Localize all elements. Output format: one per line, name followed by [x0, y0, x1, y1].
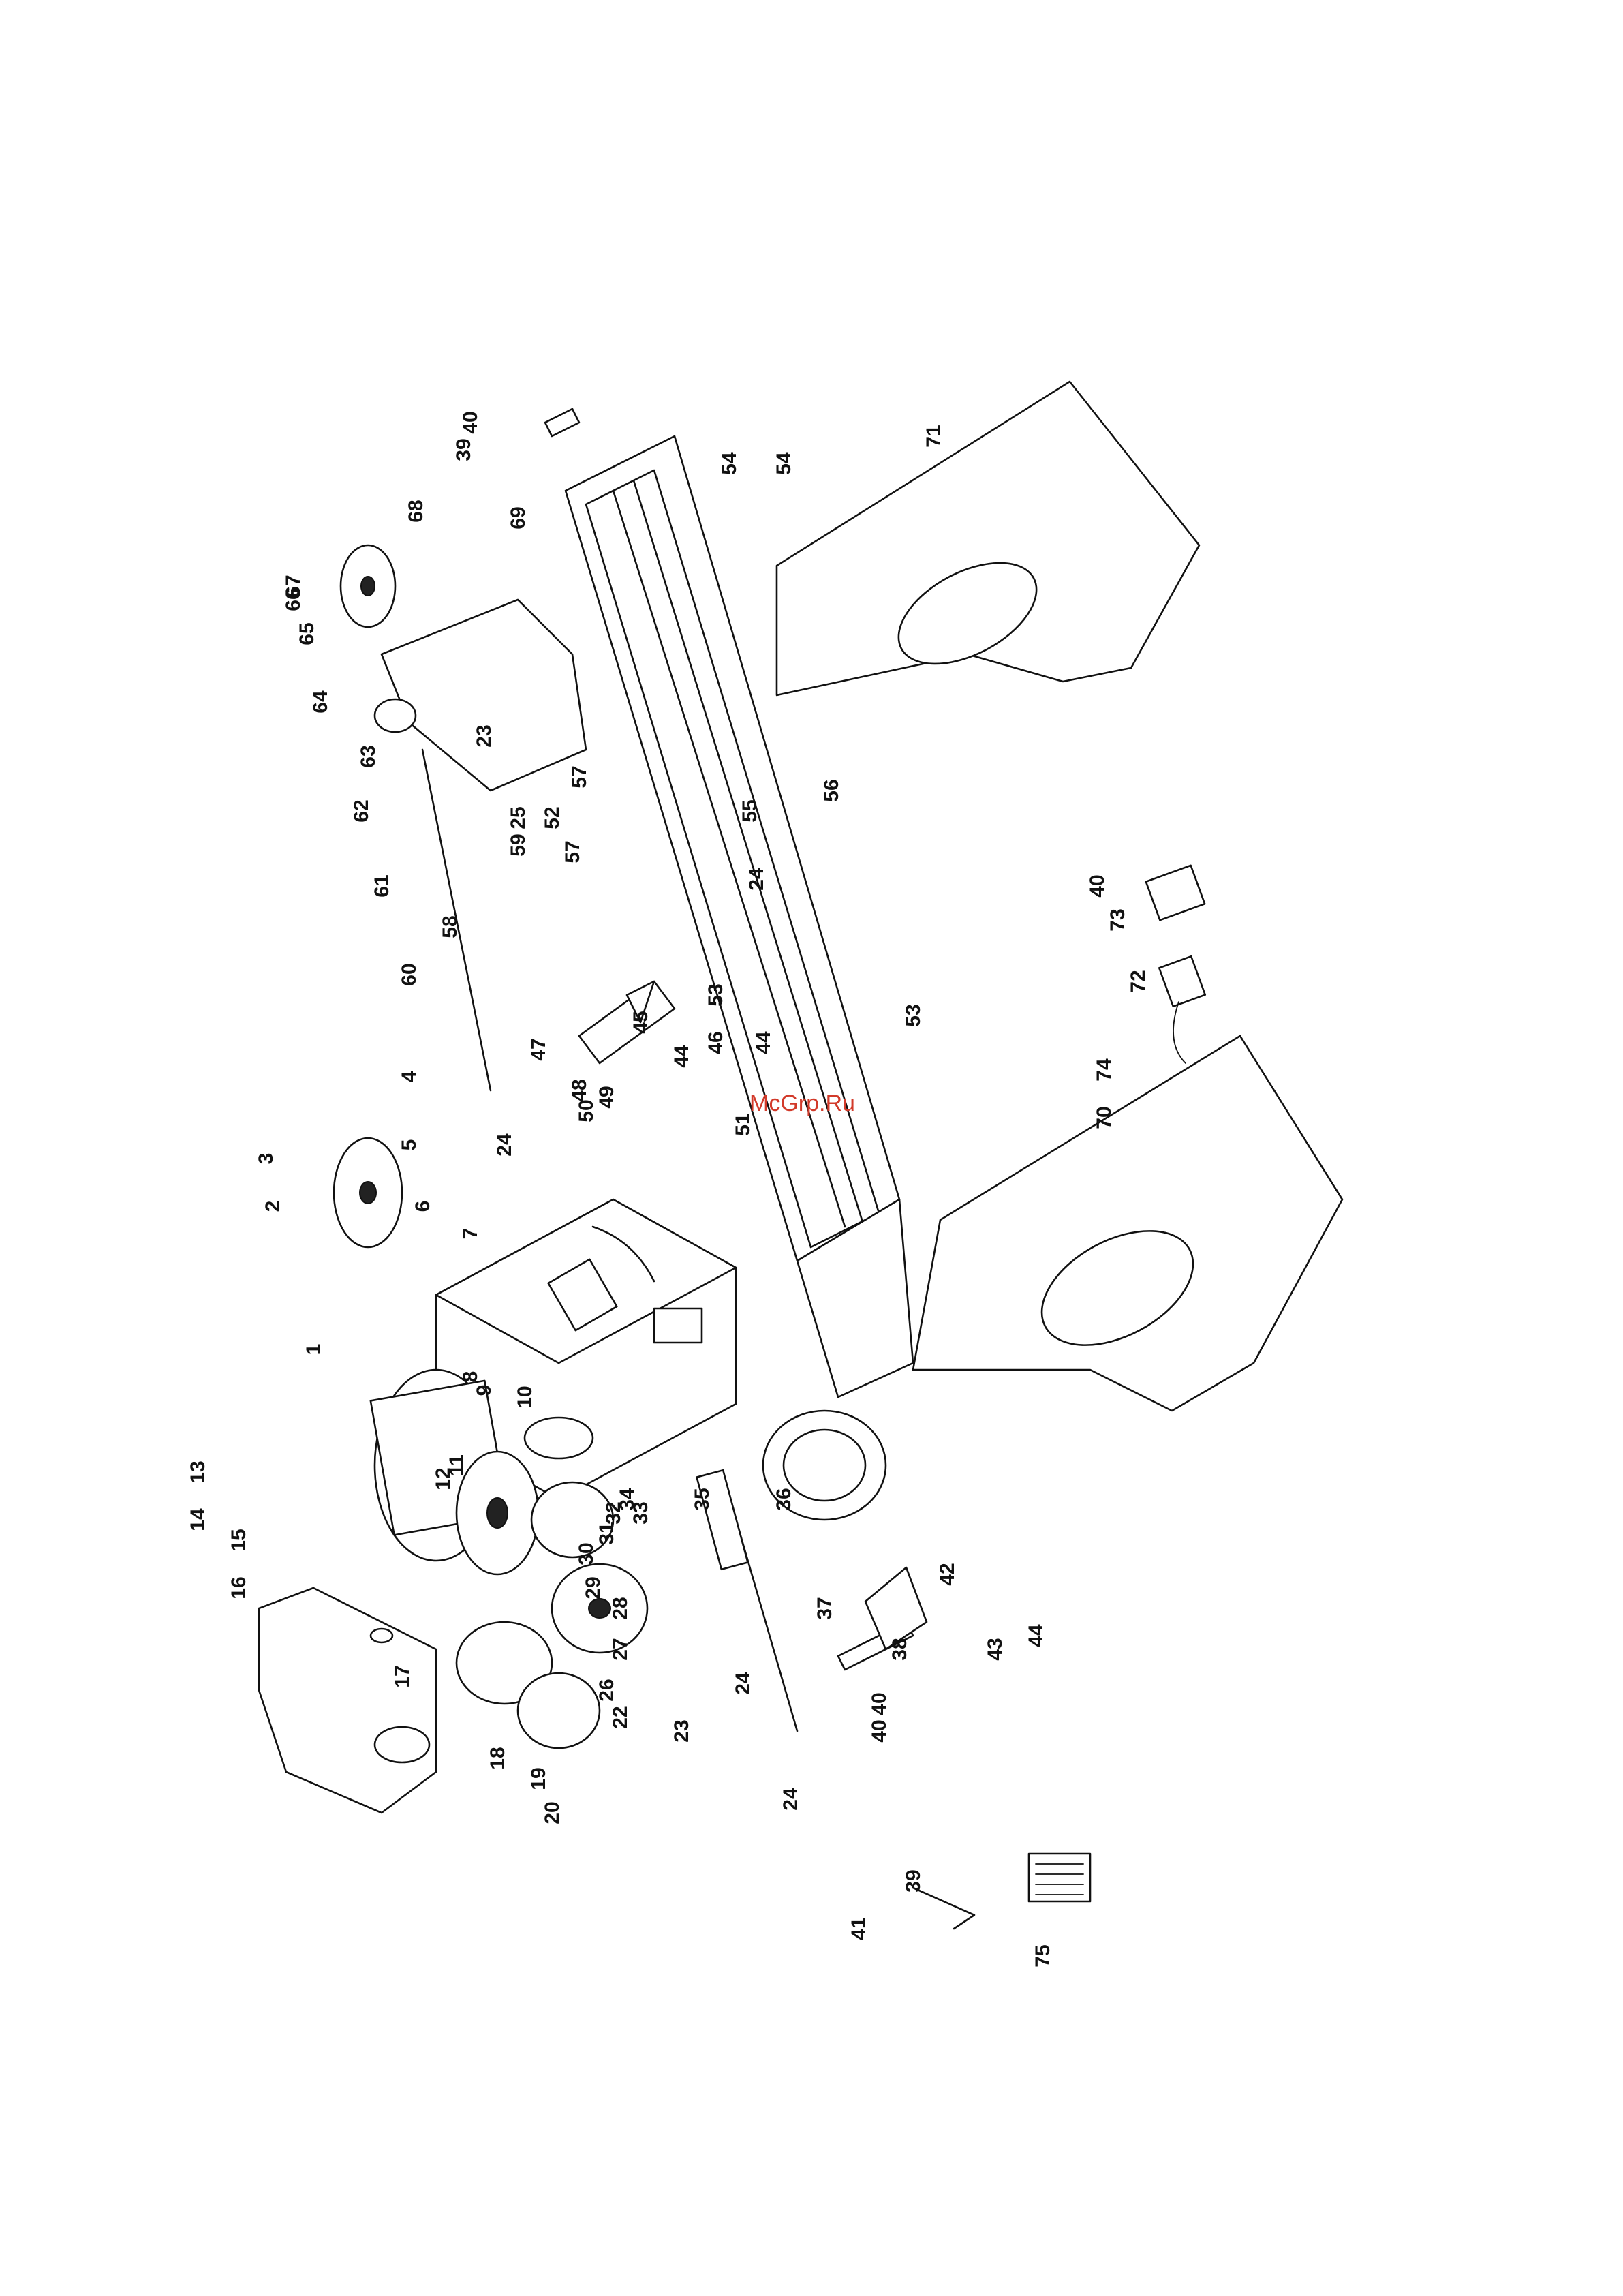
part-number-label: 59 [507, 833, 529, 856]
belt-guard [259, 1588, 436, 1813]
part-number-label: 40 [868, 1719, 891, 1742]
part-number-label: 8 [459, 1371, 482, 1383]
tool-rest [579, 981, 675, 1063]
part-number-label: 27 [609, 1638, 632, 1660]
leg-71 [777, 382, 1199, 695]
part-number-label: 64 [309, 690, 332, 714]
wrench-41 [913, 1888, 974, 1929]
part-number-label: 73 [1107, 908, 1129, 931]
part-number-label: 47 [527, 1038, 550, 1060]
part-number-label: 24 [779, 1788, 802, 1811]
part-number-label: 44 [670, 1045, 693, 1068]
part-number-label: 51 [732, 1113, 754, 1135]
part-number-label: 50 [575, 1099, 598, 1122]
part-number-label: 48 [568, 1079, 591, 1101]
part-number-label: 35 [691, 1488, 713, 1510]
part-number-label: 44 [752, 1031, 775, 1054]
part-number-label: 52 [541, 806, 563, 829]
part-number-label: 67 [282, 575, 305, 597]
part-number-label: 54 [718, 452, 741, 475]
leg-70 [913, 1036, 1342, 1411]
part-number-label: 57 [568, 765, 591, 788]
part-number-label: 10 [514, 1386, 536, 1408]
part-number-label: 5 [398, 1139, 420, 1151]
part-number-label: 24 [493, 1133, 516, 1157]
part-number-label: 28 [609, 1597, 632, 1619]
part-number-label: 74 [1093, 1058, 1115, 1082]
part-number-label: 63 [357, 745, 380, 767]
part-number-label: 18 [486, 1747, 509, 1769]
part-number-label: 7 [459, 1228, 482, 1240]
part-number-label: 53 [705, 983, 727, 1006]
part-number-label: 2 [262, 1201, 284, 1212]
part-number-label: 39 [452, 438, 475, 461]
part-number-label: 24 [745, 868, 768, 891]
part-number-label: 69 [507, 506, 529, 529]
part-number-label: 40 [868, 1692, 891, 1715]
part-number-label: 22 [609, 1706, 632, 1728]
part-number-label: 17 [391, 1665, 414, 1687]
part-number-label: 56 [820, 779, 843, 801]
part-number-label: 45 [630, 1011, 652, 1033]
part-number-label: 55 [739, 799, 761, 822]
part-number-label: 70 [1093, 1106, 1115, 1129]
part-number-label: 43 [984, 1638, 1006, 1660]
part-number-label: 16 [228, 1576, 250, 1599]
part-number-label: 23 [670, 1719, 693, 1742]
part-number-label: 25 [507, 806, 529, 829]
part-number-label: 57 [561, 840, 584, 863]
part-number-label: 62 [350, 799, 373, 822]
part-number-label: 30 [575, 1542, 598, 1565]
part-number-label: 53 [902, 1004, 925, 1026]
part-number-label: 38 [888, 1638, 911, 1660]
switch-box-73 [1146, 866, 1205, 1063]
part-number-label: 1 [303, 1344, 325, 1356]
part-number-label: 29 [582, 1576, 604, 1599]
part-number-label: 75 [1032, 1944, 1054, 1967]
part-number-label: 24 [732, 1672, 754, 1695]
part-number-label: 23 [473, 724, 495, 747]
part-number-label: 31 [596, 1522, 618, 1544]
part-number-label: 19 [527, 1767, 550, 1790]
part-number-label: 68 [405, 500, 427, 522]
part-number-label: 60 [398, 963, 420, 985]
part-number-label: 44 [1025, 1624, 1047, 1647]
handwheel-2 [334, 1138, 402, 1247]
part-number-label: 36 [773, 1488, 795, 1510]
part-number-label: 71 [923, 425, 945, 447]
part-number-label: 6 [412, 1201, 434, 1212]
part-number-label: 72 [1127, 970, 1149, 992]
part-number-label: 54 [773, 452, 795, 475]
part-number-label: 42 [936, 1563, 959, 1585]
part-number-label: 14 [187, 1508, 209, 1531]
part-number-label: 65 [296, 622, 318, 645]
part-number-label: 4 [398, 1071, 420, 1082]
part-number-label: 39 [902, 1869, 925, 1892]
part-number-label: 61 [371, 874, 393, 897]
tailstock [375, 600, 586, 791]
part-number-label: 13 [187, 1460, 209, 1483]
part-number-label: 20 [541, 1801, 563, 1824]
part-number-label: 46 [705, 1031, 727, 1054]
watermark: McGrp.Ru [749, 1090, 855, 1116]
part-number-label: 49 [596, 1086, 618, 1108]
part-number-label: 40 [1086, 874, 1109, 897]
part-number-label: 58 [439, 915, 461, 938]
part-number-label: 37 [814, 1597, 836, 1619]
part-number-label: 15 [228, 1529, 250, 1551]
handwheel-67 [341, 545, 395, 627]
part-number-label: 34 [616, 1488, 638, 1511]
part-number-label: 26 [596, 1679, 618, 1701]
part-number-label: 12 [432, 1467, 454, 1490]
part-number-label: 40 [459, 411, 482, 433]
part-number-label: 3 [255, 1153, 277, 1165]
part-number-label: 9 [473, 1385, 495, 1396]
label-plate-75 [1029, 1854, 1090, 1901]
part-number-label: 41 [848, 1917, 870, 1940]
